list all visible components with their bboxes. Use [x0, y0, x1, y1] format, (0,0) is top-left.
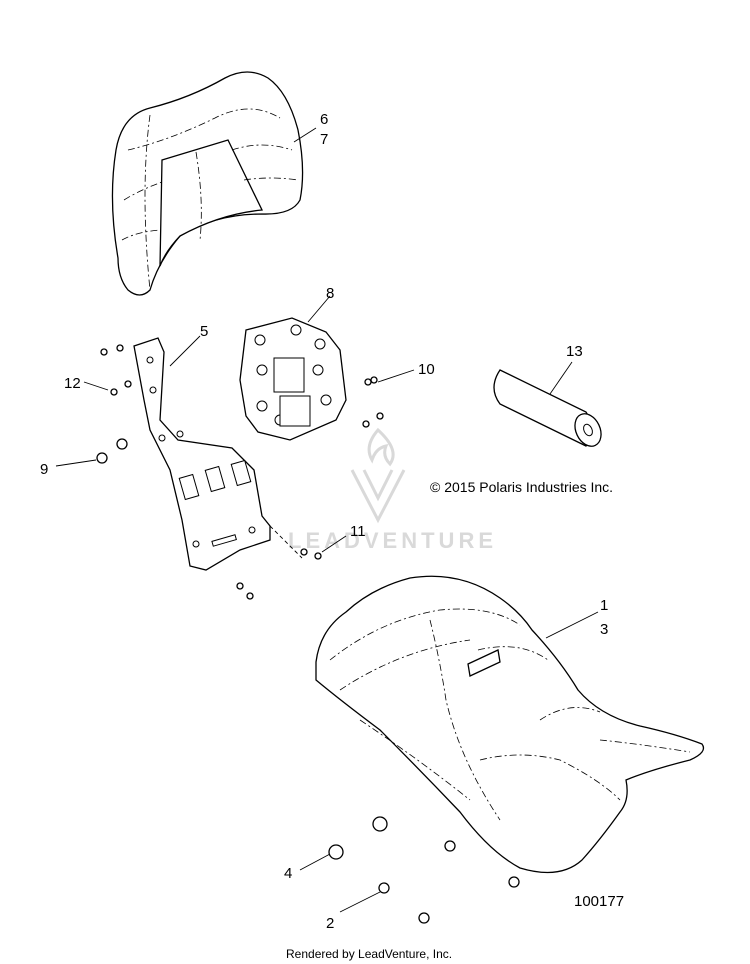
callout-5: 5 [200, 323, 208, 340]
callout-7: 7 [320, 131, 328, 148]
callout-3: 3 [600, 621, 608, 638]
callout-2: 2 [326, 915, 334, 932]
footer-text: Rendered by LeadVenture, Inc. [286, 947, 452, 961]
callout-6: 6 [320, 111, 328, 128]
callout-9: 9 [40, 461, 48, 478]
watermark-logo [350, 427, 406, 524]
diagram-number: 100177 [574, 893, 624, 910]
callout-8: 8 [326, 285, 334, 302]
callout-13: 13 [566, 343, 583, 360]
foam-roll [493, 369, 602, 447]
backrest-pad [111, 71, 304, 296]
copyright-text: © 2015 Polaris Industries Inc. [430, 479, 613, 495]
fastener-group [96, 344, 520, 924]
mounting-plate [239, 317, 347, 441]
seat-cushion [315, 575, 705, 874]
callout-11: 11 [350, 523, 366, 540]
leader-lines [55, 127, 599, 913]
callout-10: 10 [418, 361, 435, 378]
callout-1: 1 [600, 597, 608, 614]
backrest-bracket [133, 337, 271, 571]
callout-12: 12 [64, 375, 81, 392]
callout-4: 4 [284, 865, 292, 882]
watermark-text: LEADVENTURE [288, 528, 497, 553]
